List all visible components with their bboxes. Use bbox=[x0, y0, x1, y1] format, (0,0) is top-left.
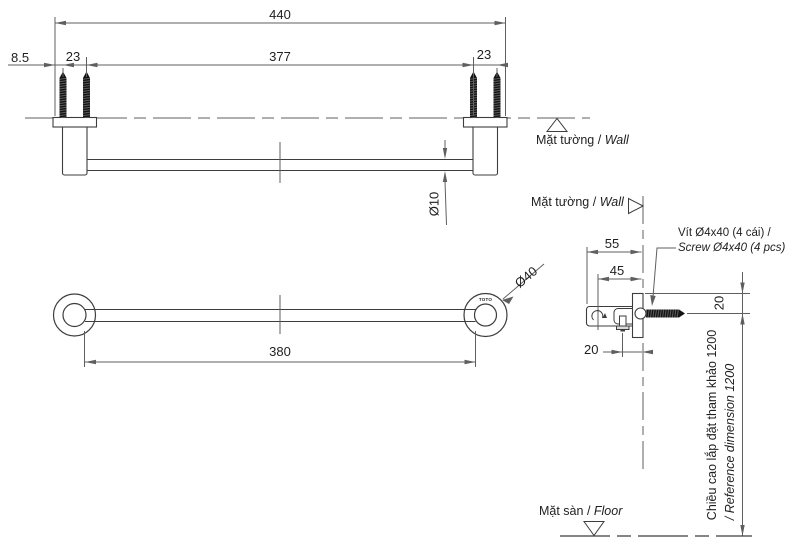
floor-label: Mặt sàn / Floor bbox=[539, 504, 623, 518]
dim-380: 380 bbox=[269, 344, 291, 359]
screw-tip-icon bbox=[679, 309, 685, 318]
dim-dia10: Ø10 bbox=[426, 191, 442, 217]
screw-icon bbox=[59, 71, 67, 118]
right-flange-front bbox=[462, 116, 508, 128]
set-screw-tip bbox=[620, 329, 625, 332]
screw-head-icon bbox=[634, 307, 647, 320]
screw-note-line1: Vít Ø4x40 (4 cái) / bbox=[678, 227, 771, 239]
wall-label-front: Mặt tường / Wall bbox=[536, 133, 629, 147]
dia40-leader bbox=[502, 263, 545, 300]
left-flange-inner bbox=[62, 302, 87, 328]
front-view bbox=[25, 71, 590, 183]
height-note-vi: Chiều cao lắp đặt tham khảo 1200 bbox=[704, 329, 719, 521]
set-screw bbox=[619, 315, 627, 327]
side-view bbox=[560, 196, 752, 537]
screw-note-line2: Screw Ø4x40 (4 pcs) bbox=[678, 242, 786, 254]
left-flange-front bbox=[52, 116, 98, 128]
rotation-symbol-arc bbox=[591, 310, 604, 321]
wall-label-side: Mặt tường / Wall bbox=[531, 195, 624, 209]
dim-377: 377 bbox=[269, 49, 291, 64]
screw-icon bbox=[83, 71, 90, 118]
screw-shaft-icon bbox=[646, 309, 679, 318]
wall-surface-icon bbox=[545, 117, 569, 132]
dim-23-left: 23 bbox=[65, 49, 81, 64]
dim-20-plate: 20 bbox=[711, 295, 727, 311]
dim-440: 440 bbox=[269, 7, 291, 22]
height-note-en: / Reference dimension 1200 bbox=[722, 363, 737, 521]
dia40-arrow bbox=[502, 296, 514, 304]
dim-45: 45 bbox=[609, 263, 625, 278]
brand-logo: TOTO bbox=[478, 297, 493, 302]
front-view-dimensions bbox=[8, 17, 508, 226]
dim-8-5: 8.5 bbox=[11, 50, 30, 65]
dim-23-right: 23 bbox=[476, 47, 492, 62]
floor-surface-icon bbox=[583, 521, 605, 537]
right-flange-inner bbox=[473, 303, 498, 327]
rotation-symbol-arrow bbox=[602, 313, 607, 318]
dim-20-side: 20 bbox=[584, 342, 599, 357]
screw-note-arrow bbox=[650, 295, 656, 306]
right-post-front bbox=[472, 125, 499, 176]
screw-icon bbox=[493, 71, 501, 118]
left-post-front bbox=[61, 125, 88, 176]
set-screw-head bbox=[616, 325, 630, 330]
wall-surface-icon bbox=[628, 197, 645, 215]
screw-note-leader bbox=[652, 247, 676, 304]
plan-view bbox=[52, 263, 545, 367]
dim-55: 55 bbox=[604, 236, 620, 251]
